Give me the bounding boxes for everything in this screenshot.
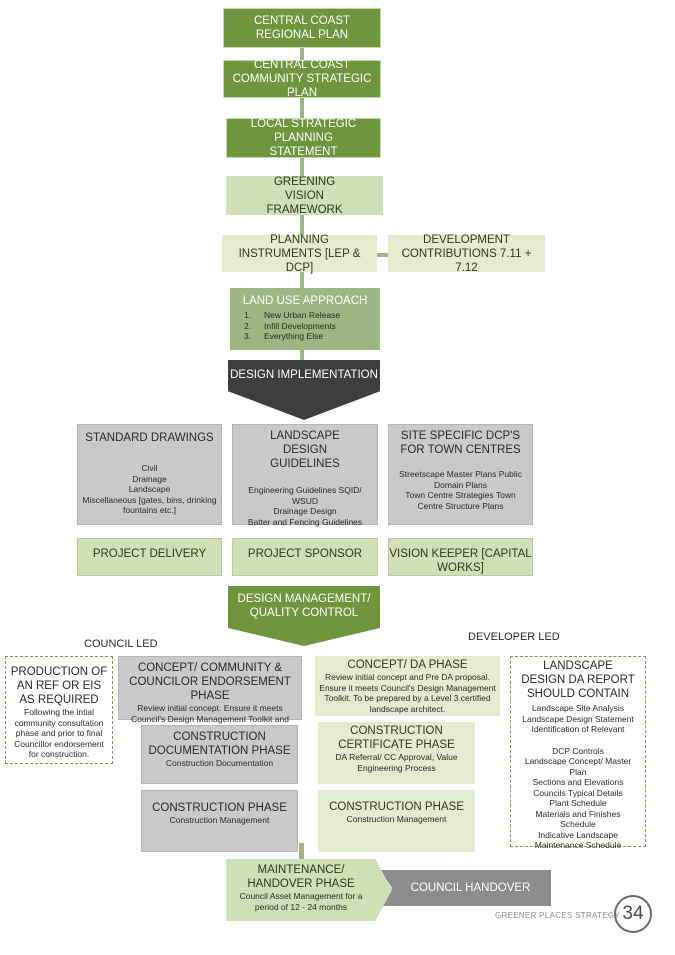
da-report-item: Maintenance Schedule (534, 840, 622, 850)
vision-keeper-label: VISION KEEPER [CAPITAL WORKS] (389, 548, 532, 574)
da-report-item: DCP Controls (552, 745, 604, 756)
design-implementation: DESIGN IMPLEMENTATION (228, 360, 380, 420)
maintenance-handover-phase: MAINTENANCE/ HANDOVER PHASE Council Asse… (226, 859, 392, 921)
design-management-label: DESIGN MANAGEMENT/ QUALITY CONTROL (237, 593, 371, 619)
council-led-label: COUNCIL LED (84, 638, 158, 650)
ref-eis-box: PRODUCTION OF AN REF OR EIS AS REQUIRED … (5, 656, 113, 764)
developer-construction-certificate-phase-body: DA Referral/ CC Approval, Value Engineer… (335, 752, 458, 773)
vision-keeper: VISION KEEPER [CAPITAL WORKS] (388, 538, 533, 576)
council-construction-phase-body: Construction Management (169, 815, 270, 825)
landscape-design-guidelines: LANDSCAPE DESIGN GUIDELINES Engineering … (232, 424, 378, 527)
connector-line (300, 272, 304, 288)
connector-line (377, 253, 389, 257)
council-construction-documentation-phase: CONSTRUCTION DOCUMENTATION PHASE Constru… (141, 725, 298, 784)
maintenance-handover-phase-body: Council Asset Management for a period of… (239, 891, 363, 912)
project-sponsor-label: PROJECT SPONSOR (247, 548, 363, 560)
local-strategic-planning-statement-label: LOCAL STRATEGIC PLANNING STATEMENT (250, 118, 357, 158)
landscape-design-guidelines-title: LANDSCAPE DESIGN GUIDELINES (270, 430, 340, 470)
connector-line (300, 48, 304, 60)
land-use-approach-title: LAND USE APPROACH (242, 295, 368, 307)
development-contributions-label: DEVELOPMENT CONTRIBUTIONS 7.11 + 7.12 (401, 233, 532, 274)
da-report-list: Landscape Site Analysis Landscape Design… (511, 703, 645, 851)
council-construction-documentation-phase-body: Construction Documentation (165, 758, 274, 768)
project-delivery-label: PROJECT DELIVERY (92, 548, 207, 560)
da-report-item: Landscape Site Analysis (531, 703, 625, 713)
developer-construction-phase: CONSTRUCTION PHASE Construction Manageme… (318, 790, 475, 852)
connector-line (300, 215, 304, 235)
greening-vision-framework: GREENING VISION FRAMEWORK (226, 175, 383, 216)
council-construction-documentation-phase-title: CONSTRUCTION DOCUMENTATION PHASE (148, 731, 291, 757)
da-report-item: Sections and Elevations (532, 777, 624, 787)
developer-led-label: DEVELOPER LED (468, 631, 560, 643)
standard-drawings: STANDARD DRAWINGS Civil Drainage Landsca… (77, 424, 222, 525)
council-handover: COUNCIL HANDOVER (380, 870, 551, 906)
design-management: DESIGN MANAGEMENT/ QUALITY CONTROL (228, 586, 380, 646)
developer-construction-phase-body: Construction Management (346, 814, 447, 824)
developer-concept-phase: CONCEPT/ DA PHASE Review initial concept… (315, 656, 500, 716)
da-report-item: Plant Schedule (549, 798, 607, 808)
da-report-item: Indicative Landscape (538, 829, 618, 840)
local-strategic-planning-statement: LOCAL STRATEGIC PLANNING STATEMENT (226, 118, 381, 158)
planning-instruments: PLANNING INSTRUMENTS [LEP & DCP] (222, 233, 377, 274)
council-construction-phase: CONSTRUCTION PHASE Construction Manageme… (141, 790, 298, 852)
page-number-label: 34 (622, 903, 644, 924)
project-delivery: PROJECT DELIVERY (77, 538, 222, 576)
central-coast-regional-plan-label: CENTRAL COAST REGIONAL PLAN (253, 15, 351, 41)
developer-concept-phase-title: CONCEPT/ DA PHASE (347, 659, 468, 671)
da-report-item: Identification of Relevant (531, 724, 625, 734)
development-contributions: DEVELOPMENT CONTRIBUTIONS 7.11 + 7.12 (388, 233, 545, 274)
connector-line (300, 350, 304, 360)
community-strategic-plan: CENTRAL COAST COMMUNITY STRATEGIC PLAN (223, 59, 381, 99)
ref-eis-body: Following the intial community consultat… (14, 707, 104, 759)
land-use-list: 1.New Urban Release 2.Infill Development… (244, 310, 340, 342)
land-use-item: 1.New Urban Release (244, 310, 341, 320)
connector-line (300, 158, 304, 176)
strategy-footer: GREENER PLACES STRATEGY (495, 911, 621, 920)
land-use-item: 3.Everything Else (244, 331, 324, 341)
da-report-item: Councils Typical Details (533, 787, 623, 798)
standard-drawings-body: Civil Drainage Landscape Miscellaneous [… (82, 463, 217, 515)
council-concept-phase: CONCEPT/ COMMUNITY & COUNCILOR ENDORSEME… (118, 656, 302, 734)
da-report-item: Materials and Finishes Schedule (535, 808, 621, 830)
greening-vision-framework-label: GREENING VISION FRAMEWORK (266, 175, 343, 216)
connector-line (300, 98, 304, 118)
da-report-title: LANDSCAPE DESIGN DA REPORT SHOULD CONTAI… (521, 660, 635, 700)
landscape-design-guidelines-body: Engineering Guidelines SQID/ WSUD Draina… (247, 485, 363, 527)
community-strategic-plan-label: CENTRAL COAST COMMUNITY STRATEGIC PLAN (232, 59, 372, 99)
land-use-approach: LAND USE APPROACH 1.New Urban Release 2.… (230, 288, 380, 350)
planning-instruments-label: PLANNING INSTRUMENTS [LEP & DCP] (238, 233, 361, 274)
maintenance-handover-phase-title: MAINTENANCE/ HANDOVER PHASE (247, 864, 355, 890)
developer-construction-phase-title: CONSTRUCTION PHASE (329, 801, 464, 813)
ref-eis-title: PRODUCTION OF AN REF OR EIS AS REQUIRED (10, 666, 108, 706)
land-use-item: 2.Infill Developments (244, 320, 336, 331)
da-report-item: Landscape Concept/ Master Plan (524, 756, 632, 777)
site-specific-dcps: SITE SPECIFIC DCP'S FOR TOWN CENTRES Str… (388, 424, 533, 525)
central-coast-regional-plan: CENTRAL COAST REGIONAL PLAN (223, 8, 381, 48)
site-specific-dcps-body: Streetscape Master Plans Public Domain P… (399, 469, 522, 511)
developer-construction-certificate-phase-title: CONSTRUCTION CERTIFICATE PHASE (338, 725, 455, 751)
site-specific-dcps-title: SITE SPECIFIC DCP'S FOR TOWN CENTRES (400, 430, 521, 456)
connector-line (299, 843, 304, 859)
da-report-item: Landscape Design Statement (522, 713, 634, 724)
council-concept-phase-title: CONCEPT/ COMMUNITY & COUNCILOR ENDORSEME… (129, 662, 291, 702)
council-construction-phase-title: CONSTRUCTION PHASE (152, 802, 287, 814)
standard-drawings-title: STANDARD DRAWINGS (85, 432, 214, 444)
developer-construction-certificate-phase: CONSTRUCTION CERTIFICATE PHASE DA Referr… (318, 722, 475, 784)
design-implementation-label: DESIGN IMPLEMENTATION (230, 369, 378, 381)
council-handover-label: COUNCIL HANDOVER (410, 882, 531, 894)
project-sponsor: PROJECT SPONSOR (232, 538, 378, 576)
page-number: 34 (614, 895, 652, 933)
developer-concept-phase-body: Review initial concept and Pre DA propos… (319, 672, 496, 714)
da-report-box: LANDSCAPE DESIGN DA REPORT SHOULD CONTAI… (510, 656, 646, 850)
